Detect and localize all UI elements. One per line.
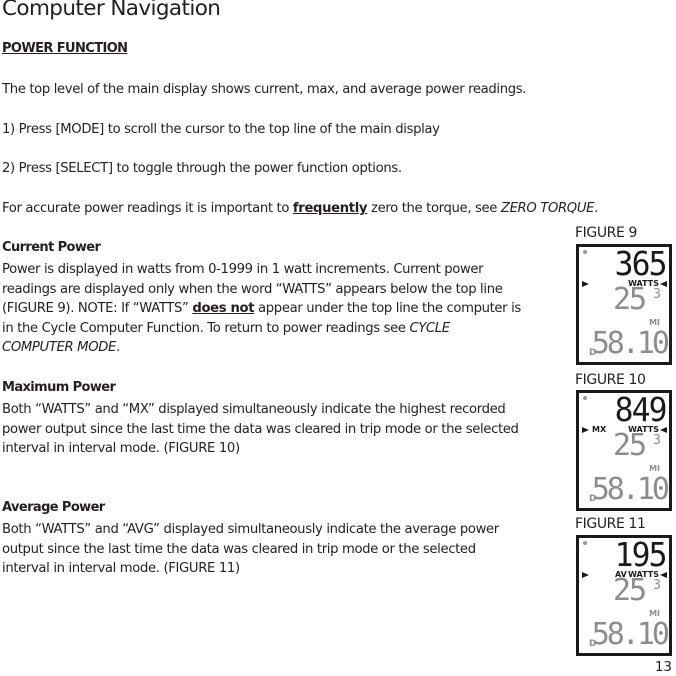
cursor-arrow-left-icon bbox=[582, 572, 589, 578]
cursor-arrow-right-icon bbox=[660, 427, 667, 433]
page-title: Computer Navigation bbox=[2, 0, 221, 21]
watts-unit-label: WATTS bbox=[628, 570, 659, 579]
d-indicator: D bbox=[589, 348, 597, 358]
watts-unit-label: WATTS bbox=[628, 279, 659, 288]
current-power-line: (FIGURE 9). NOTE: If “WATTS” does not ap… bbox=[2, 299, 521, 319]
average-power-line: output since the last time the data was … bbox=[2, 541, 476, 557]
cursor-arrow-left-icon bbox=[582, 427, 589, 433]
current-power-line: in the Cycle Computer Function. To retur… bbox=[2, 319, 521, 339]
miles-unit-label: MI bbox=[649, 609, 660, 618]
figure-10-label: FIGURE 10 bbox=[575, 372, 646, 388]
average-power-line: interval in interval mode. (FIGURE 11) bbox=[2, 561, 240, 576]
section-heading-current-power: Current Power bbox=[2, 240, 101, 255]
average-power-body: Both “WATTS” and “AVG” displayed simulta… bbox=[2, 520, 499, 579]
distance-superscript: 3 bbox=[653, 287, 661, 302]
return-text: in the Cycle Computer Function. To retur… bbox=[2, 320, 410, 336]
maximum-power-line: Both “WATTS” and “MX” displayed simultan… bbox=[2, 402, 506, 417]
indicator-dot-icon bbox=[583, 541, 587, 545]
distance-value: 25 bbox=[613, 573, 647, 608]
miles-unit-label: MI bbox=[649, 464, 660, 473]
distance-value: 25 bbox=[613, 282, 647, 317]
maximum-power-body: Both “WATTS” and “MX” displayed simultan… bbox=[2, 400, 519, 459]
d-indicator: D bbox=[589, 639, 597, 649]
bottom-value: 58.10 bbox=[591, 326, 669, 361]
maximum-power-line: interval in interval mode. (FIGURE 10) bbox=[2, 441, 240, 456]
note-text: (FIGURE 9). NOTE: If “WATTS” bbox=[2, 301, 193, 316]
figure-9-label: FIGURE 9 bbox=[575, 225, 638, 241]
section-heading-maximum-power: Maximum Power bbox=[2, 380, 116, 395]
accuracy-note: For accurate power readings it is import… bbox=[2, 199, 598, 219]
power-value: 195 bbox=[615, 535, 668, 574]
step-1-text: 1) Press [MODE] to scroll the cursor to … bbox=[2, 122, 440, 137]
cursor-arrow-right-icon bbox=[660, 281, 667, 287]
accuracy-text: For accurate power readings it is import… bbox=[2, 201, 293, 216]
power-value: 849 bbox=[615, 390, 668, 429]
watts-unit-label: WATTS bbox=[628, 425, 659, 434]
distance-superscript: 3 bbox=[653, 433, 661, 448]
max-mode-label: MX bbox=[592, 425, 607, 434]
note-text-end: appear under the top line the computer i… bbox=[254, 301, 521, 316]
section-heading-power-function: POWER FUNCTION bbox=[2, 41, 128, 56]
cursor-arrow-right-icon bbox=[660, 572, 667, 578]
page-number: 13 bbox=[654, 659, 672, 675]
accuracy-text-mid: zero the torque, see bbox=[367, 201, 501, 216]
step-2-text: 2) Press [SELECT] to toggle through the … bbox=[2, 161, 402, 176]
miles-unit-label: MI bbox=[649, 318, 660, 327]
current-power-line: Power is displayed in watts from 0-1999 … bbox=[2, 262, 484, 277]
d-indicator: D bbox=[589, 494, 597, 504]
average-mode-label: AV bbox=[615, 570, 627, 579]
intro-text: The top level of the main display shows … bbox=[2, 82, 527, 97]
bottom-value: 58.10 bbox=[591, 472, 669, 507]
average-power-line: Both “WATTS” and “AVG” displayed simulta… bbox=[2, 522, 499, 537]
distance-value: 25 bbox=[613, 428, 647, 463]
cursor-arrow-left-icon bbox=[582, 281, 589, 287]
distance-superscript: 3 bbox=[653, 578, 661, 593]
accuracy-text-end: . bbox=[594, 201, 598, 216]
power-value: 365 bbox=[615, 244, 668, 283]
figure-11-lcd-display: 195 AV WATTS 25 3 MI 58.10 D bbox=[576, 535, 672, 656]
cycle-reference: CYCLE bbox=[409, 320, 451, 336]
indicator-dot-icon bbox=[583, 250, 587, 254]
current-power-line: readings are displayed only when the wor… bbox=[2, 281, 503, 297]
zero-torque-reference: ZERO TORQUE bbox=[500, 201, 595, 216]
section-heading-average-power: Average Power bbox=[2, 500, 105, 515]
indicator-dot-icon bbox=[583, 396, 587, 400]
bottom-value: 58.10 bbox=[591, 617, 669, 652]
frequently-emphasis: frequently bbox=[292, 201, 368, 216]
period: . bbox=[116, 340, 120, 355]
does-not-emphasis: does not bbox=[192, 301, 255, 316]
figure-11-label: FIGURE 11 bbox=[575, 516, 646, 532]
figure-9-lcd-display: 365 WATTS 25 3 MI 58.10 D bbox=[576, 244, 672, 365]
computer-mode-reference: COMPUTER MODE bbox=[2, 340, 117, 355]
current-power-line: COMPUTER MODE. bbox=[2, 338, 521, 358]
maximum-power-line: power output since the last time the dat… bbox=[2, 421, 519, 437]
current-power-body: Power is displayed in watts from 0-1999 … bbox=[2, 260, 521, 358]
figure-10-lcd-display: 849 MX WATTS 25 3 MI 58.10 D bbox=[576, 390, 672, 511]
